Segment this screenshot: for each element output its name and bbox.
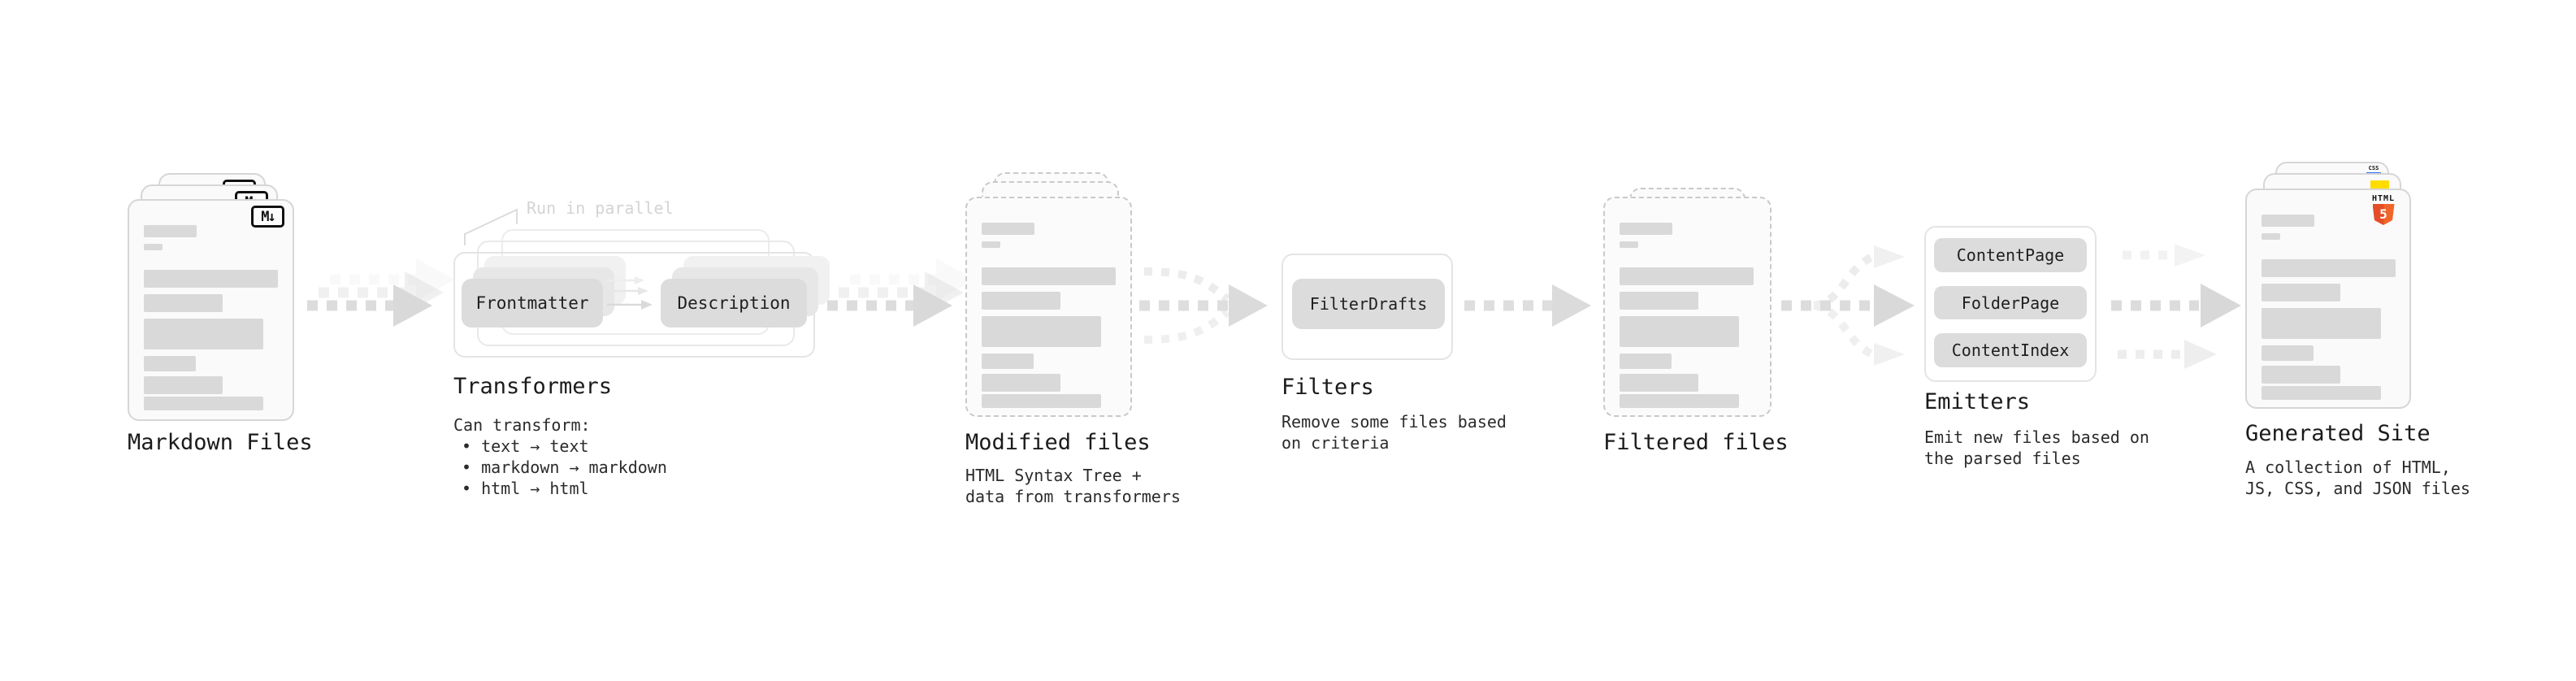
content-line xyxy=(2262,308,2381,339)
javascript-icon xyxy=(2370,180,2389,189)
transformers-bullet: • html → html xyxy=(462,479,589,498)
content-line xyxy=(1620,292,1698,310)
filters-label: Filters xyxy=(1281,375,1374,400)
content-line xyxy=(2262,259,2396,277)
content-line xyxy=(144,356,196,371)
site-doc-front: HTML 5 xyxy=(2245,189,2411,409)
content-line xyxy=(144,244,163,250)
frontmatter-pill: Frontmatter xyxy=(462,279,603,327)
content-line xyxy=(2262,345,2314,361)
content-line xyxy=(1620,394,1739,408)
emitters-frame xyxy=(1924,226,2097,382)
description-pill: Description xyxy=(661,279,807,327)
modified-file-doc-front xyxy=(965,197,1132,417)
content-line xyxy=(2262,366,2340,384)
transformers-bullet: • text → text xyxy=(462,436,589,456)
transformers-bullet: • markdown → markdown xyxy=(462,458,667,477)
content-line xyxy=(144,319,263,349)
transformers-label: Transformers xyxy=(453,374,613,399)
html5-icon: HTML 5 xyxy=(2368,194,2399,225)
markdown-file-doc-front: M↓ xyxy=(128,199,294,421)
content-line xyxy=(144,376,223,394)
content-line xyxy=(982,267,1116,285)
modified-files-note: HTML Syntax Tree + data from transformer… xyxy=(965,466,1181,506)
content-line xyxy=(982,223,1034,235)
flow-arrow-markdown-to-transformers xyxy=(307,258,455,327)
content-line xyxy=(144,225,197,237)
content-line xyxy=(1620,241,1638,248)
content-line xyxy=(2262,215,2314,227)
content-line xyxy=(1620,316,1739,347)
content-line xyxy=(982,394,1101,408)
annotation-leader-line xyxy=(464,208,518,245)
document-content-placeholder xyxy=(967,198,1130,415)
transformers-note-title: Can transform: xyxy=(453,415,591,435)
filters-frame xyxy=(1281,254,1453,360)
content-line xyxy=(982,241,1000,248)
flow-arrow-modified-to-filters xyxy=(1139,267,1268,344)
content-line xyxy=(982,292,1060,310)
content-line xyxy=(982,354,1034,369)
content-line xyxy=(1620,267,1754,285)
markdown-icon: M↓ xyxy=(251,206,284,228)
generated-site-note: A collection of HTML, JS, CSS, and JSON … xyxy=(2245,458,2470,498)
content-line xyxy=(982,374,1060,392)
contentindex-pill: ContentIndex xyxy=(1934,333,2087,367)
emitters-note: Emit new files based on the parsed files xyxy=(1924,427,2149,468)
document-content-placeholder xyxy=(129,201,293,419)
filtered-file-doc-front xyxy=(1603,197,1772,417)
content-line xyxy=(982,316,1101,347)
document-content-placeholder xyxy=(2247,190,2409,407)
transformers-note: Can transform: • text → text • markdown … xyxy=(453,414,667,499)
contentpage-pill: ContentPage xyxy=(1934,238,2087,272)
folderpage-pill: FolderPage xyxy=(1934,286,2087,319)
content-line xyxy=(144,397,263,410)
content-line xyxy=(2262,233,2280,240)
flow-arrow-filters-to-filtered xyxy=(1464,284,1591,327)
filterdrafts-pill: FilterDrafts xyxy=(1292,279,1445,329)
content-line xyxy=(2262,284,2340,301)
emitters-label: Emitters xyxy=(1924,389,2031,414)
markdown-files-label: Markdown Files xyxy=(128,430,313,455)
generated-site-label: Generated Site xyxy=(2245,421,2431,446)
filtered-files-label: Filtered files xyxy=(1603,430,1789,455)
content-line xyxy=(1620,223,1672,235)
transform-mini-arrows xyxy=(607,276,653,310)
run-in-parallel-annotation: Run in parallel xyxy=(527,198,674,218)
flow-arrow-transformers-to-modified xyxy=(827,258,975,327)
flow-arrow-emitters-to-site xyxy=(2111,244,2241,369)
content-line xyxy=(144,294,223,312)
content-line xyxy=(1620,354,1672,369)
content-line xyxy=(144,270,278,288)
modified-files-label: Modified files xyxy=(965,430,1151,455)
filters-note: Remove some files based on criteria xyxy=(1281,412,1507,453)
document-content-placeholder xyxy=(1605,198,1770,415)
content-line xyxy=(2262,386,2381,400)
flow-arrow-filtered-to-emitters xyxy=(1781,245,1915,366)
content-line xyxy=(1620,374,1698,392)
